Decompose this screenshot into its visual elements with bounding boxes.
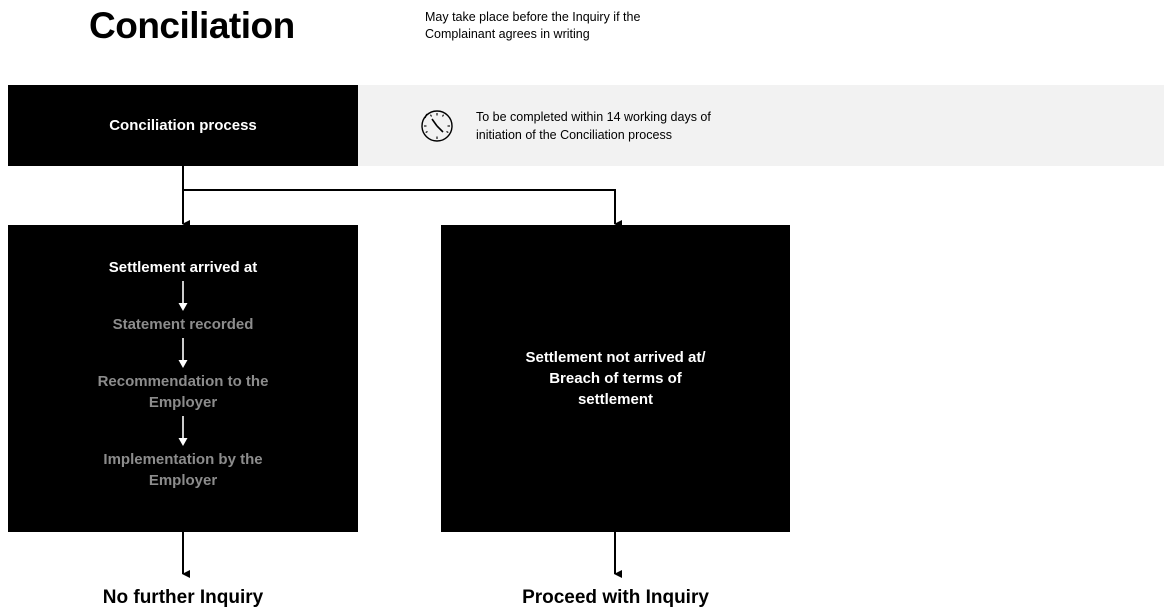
timer-bar xyxy=(358,85,1164,166)
timer-line-1: To be completed within 14 working days o… xyxy=(476,110,711,124)
note-line-1: May take place before the Inquiry if the xyxy=(425,10,641,24)
timer-line-2: initiation of the Conciliation process xyxy=(476,128,672,142)
no-settlement-line-1: Settlement not arrived at/ xyxy=(525,349,706,366)
down-arrow-icon xyxy=(178,338,188,368)
down-arrow-icon xyxy=(178,281,188,311)
timer-text: To be completed within 14 working days o… xyxy=(476,108,806,144)
note-line-2: Complainant agrees in writing xyxy=(425,27,590,41)
step-statement-recorded: Statement recorded xyxy=(112,316,254,333)
page-title: Conciliation xyxy=(89,5,295,46)
settlement-box: Settlement arrived at Statement recorded… xyxy=(8,225,358,532)
no-settlement-line-2: Breach of terms of xyxy=(549,370,682,387)
step-implementation: Implementation by the Employer xyxy=(103,451,263,489)
conciliation-note: May take place before the Inquiry if the… xyxy=(425,9,725,43)
step-settlement-arrived: Settlement arrived at xyxy=(108,259,258,276)
no-settlement-box: Settlement not arrived at/ Breach of ter… xyxy=(441,225,790,532)
no-settlement-label: Settlement not arrived at/ Breach of ter… xyxy=(525,347,705,410)
clock-icon xyxy=(421,110,453,142)
outcome-no-further-inquiry: No further Inquiry xyxy=(102,587,264,608)
settlement-steps: Settlement arrived at Statement recorded… xyxy=(8,257,358,491)
no-settlement-line-3: settlement xyxy=(577,391,653,408)
conciliation-process-box: Conciliation process xyxy=(8,85,358,166)
outcome-proceed-with-inquiry: Proceed with Inquiry xyxy=(522,587,709,608)
conciliation-process-label: Conciliation process xyxy=(109,117,257,134)
down-arrow-icon xyxy=(178,416,188,446)
step-recommendation: Recommendation to the Employer xyxy=(97,373,269,411)
